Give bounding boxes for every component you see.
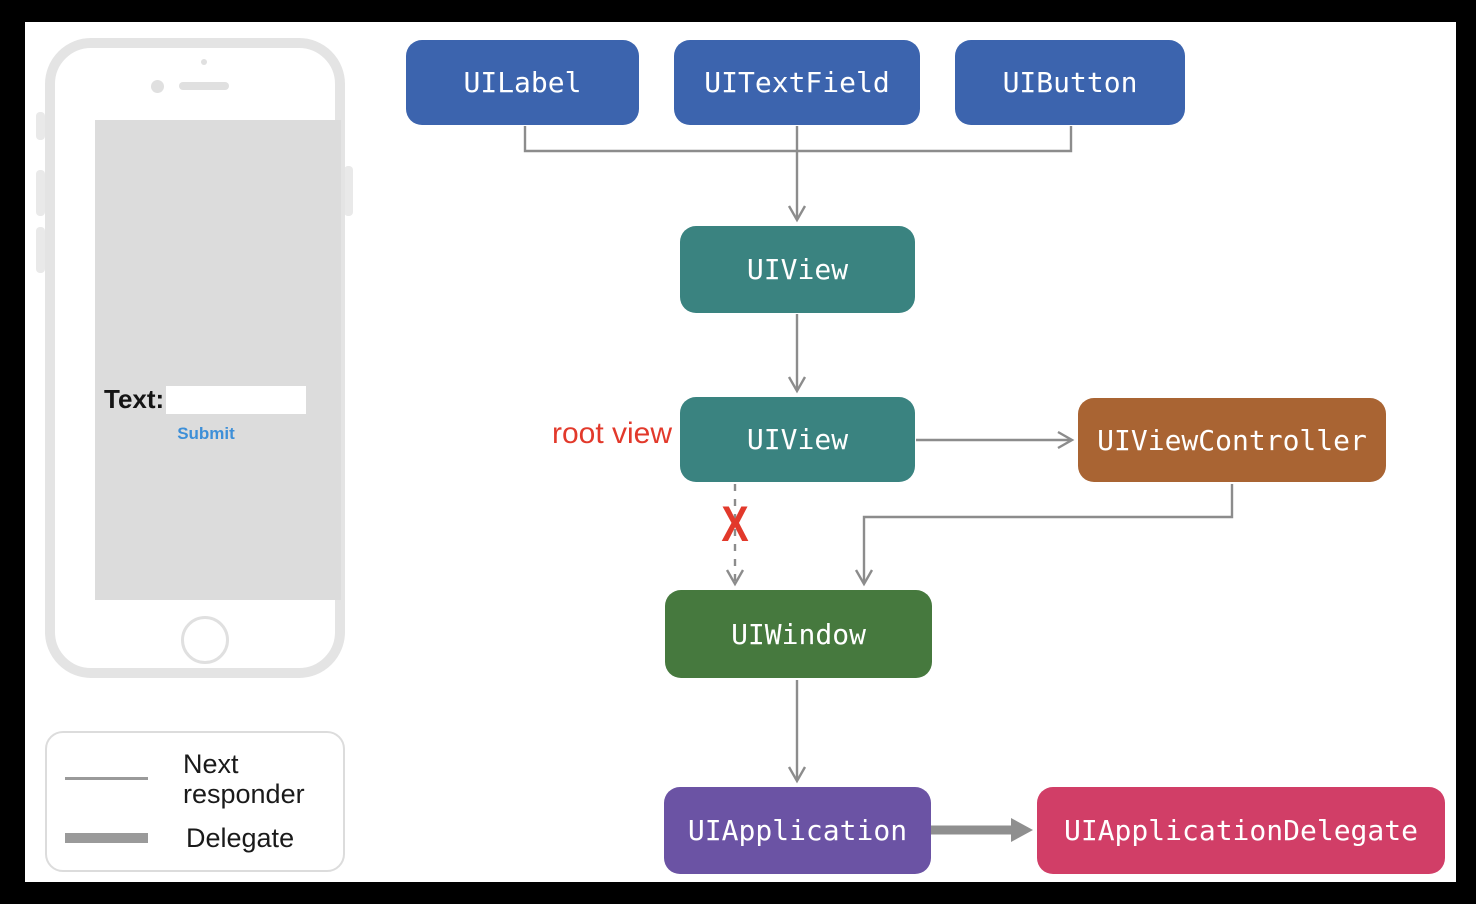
phone-text-input[interactable] bbox=[166, 385, 307, 414]
submit-button[interactable]: Submit bbox=[161, 423, 251, 445]
node-uiwindow: UIWindow bbox=[665, 590, 932, 678]
root-view-annotation: root view bbox=[551, 417, 672, 450]
node-uiviewcontroller: UIViewController bbox=[1078, 398, 1386, 482]
node-uilabel: UILabel bbox=[406, 40, 639, 125]
responder-arrow-viewcontroller-to-uiwindow bbox=[854, 484, 1234, 587]
phone-volume-down-button bbox=[36, 227, 45, 273]
delegate-label: Delegate bbox=[186, 823, 295, 853]
phone-power-button bbox=[344, 166, 353, 216]
next-responder-label: Next responder bbox=[183, 749, 305, 810]
node-uiapplication: UIApplication bbox=[664, 787, 931, 874]
delegate-line-sample bbox=[65, 833, 148, 843]
phone-camera-icon bbox=[151, 80, 164, 93]
phone-screen: Text: Submit bbox=[95, 120, 341, 600]
node-uiview-root: UIView bbox=[680, 397, 915, 482]
next-responder-line-sample bbox=[65, 777, 148, 780]
legend: Next responder Delegate bbox=[45, 731, 345, 872]
phone-mute-switch bbox=[36, 112, 45, 140]
phone-speaker bbox=[179, 82, 229, 90]
node-uitextfield: UITextField bbox=[674, 40, 920, 125]
node-uiview: UIView bbox=[680, 226, 915, 313]
text-field-label: Text: bbox=[104, 384, 165, 414]
blocked-x-marker: X bbox=[721, 496, 749, 552]
phone-volume-up-button bbox=[36, 170, 45, 216]
iphone-mockup: Text: Submit bbox=[45, 38, 345, 678]
text-field-row: Text: bbox=[104, 384, 307, 415]
node-uibutton: UIButton bbox=[955, 40, 1185, 125]
phone-sensor-dot bbox=[201, 59, 207, 65]
node-uiapplicationdelegate: UIApplicationDelegate bbox=[1037, 787, 1445, 874]
phone-home-button bbox=[181, 616, 229, 664]
